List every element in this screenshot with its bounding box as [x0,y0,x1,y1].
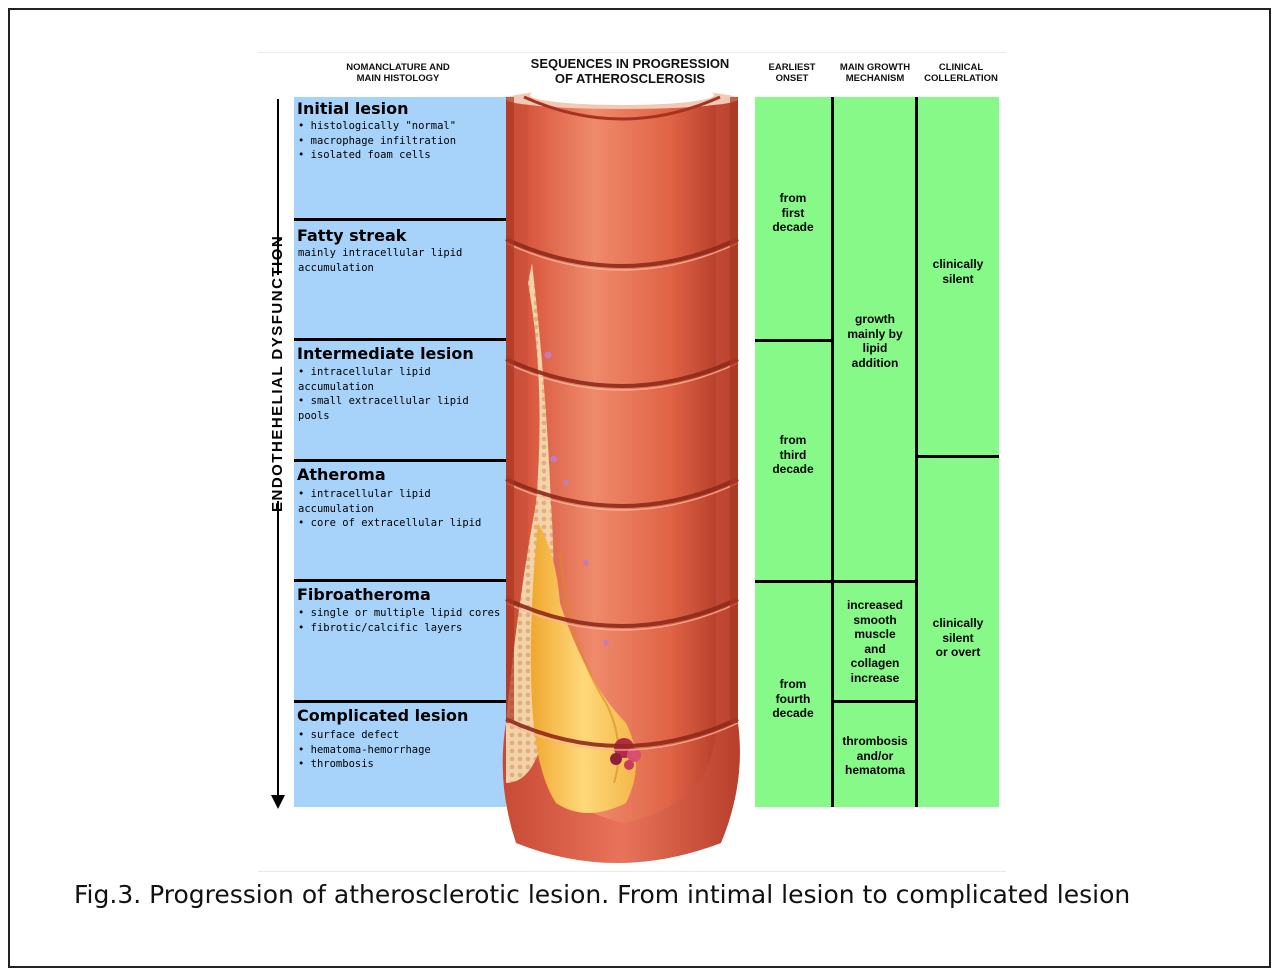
lesion-title: Intermediate lesion [297,344,474,363]
lesion-desc: • single or multiple lipid cores • fibro… [298,606,500,635]
artery-illustration [476,83,766,873]
onset-third-decade: from third decade [755,433,831,477]
clinical-silent-or-overt: clinically silent or overt [917,616,999,660]
lesion-title: Atheroma [297,465,386,484]
clinical-divider [917,455,999,458]
lesion-desc: • surface defect • hematoma-hemorrhage •… [298,728,431,772]
down-arrow-icon [271,795,285,809]
lesion-title: Fatty streak [297,226,406,245]
lesion-fibroatheroma: Fibroatheroma • single or multiple lipid… [294,582,506,699]
growth-thrombosis: thrombosis and/or hematoma [833,734,917,778]
growth-smooth-muscle: increased smooth muscle and collagen inc… [833,598,917,685]
lesion-desc: • intracellular lipid accumulation • sma… [298,365,506,423]
classification-table: from first decade from third decade from… [755,97,999,807]
onset-divider [755,580,831,583]
header-growth: MAIN GROWTH MECHANISM [832,63,918,85]
lesion-intermediate: Intermediate lesion • intracellular lipi… [294,341,506,459]
lesion-title: Fibroatheroma [297,585,431,604]
figure-caption: Fig.3. Progression of atherosclerotic le… [74,878,1224,911]
lesion-initial: Initial lesion • histologically "normal"… [294,97,506,218]
onset-fourth-decade: from fourth decade [755,677,831,721]
onset-divider [755,339,831,342]
growth-divider [831,700,917,703]
header-onset: EARLIEST ONSET [754,63,830,85]
lesion-desc: • histologically "normal" • macrophage i… [298,119,456,163]
lesion-fatty-streak: Fatty streak mainly intracellular lipid … [294,221,506,338]
lesion-title: Complicated lesion [297,706,468,725]
onset-first-decade: from first decade [755,191,831,235]
lesion-desc: mainly intracellular lipid accumulation [298,246,462,275]
endothelial-dysfunction-axis: ENDOTHEHELIAL DYSFUNCTION [266,99,290,809]
growth-divider [831,580,917,583]
lesion-atheroma: Atheroma • intracellular lipid accumulat… [294,462,506,579]
header-nomenclature: NOMANCLATURE AND MAIN HISTOLOGY [298,63,498,85]
clinical-silent: clinically silent [917,257,999,286]
growth-lipid-addition: growth mainly by lipid addition [833,312,917,370]
endothelial-dysfunction-label: ENDOTHEHELIAL DYSFUNCTION [267,248,289,512]
nomenclature-panel: Initial lesion • histologically "normal"… [294,97,506,807]
lesion-title: Initial lesion [297,99,409,118]
lesion-complicated: Complicated lesion • surface defect • he… [294,703,506,807]
header-clinical: CLINICAL COLLERLATION [918,63,1004,85]
atherosclerosis-figure: NOMANCLATURE AND MAIN HISTOLOGY SEQUENCE… [258,52,1006,872]
lesion-desc: • intracellular lipid accumulation • cor… [298,487,506,531]
axis-line-bottom [277,501,279,799]
